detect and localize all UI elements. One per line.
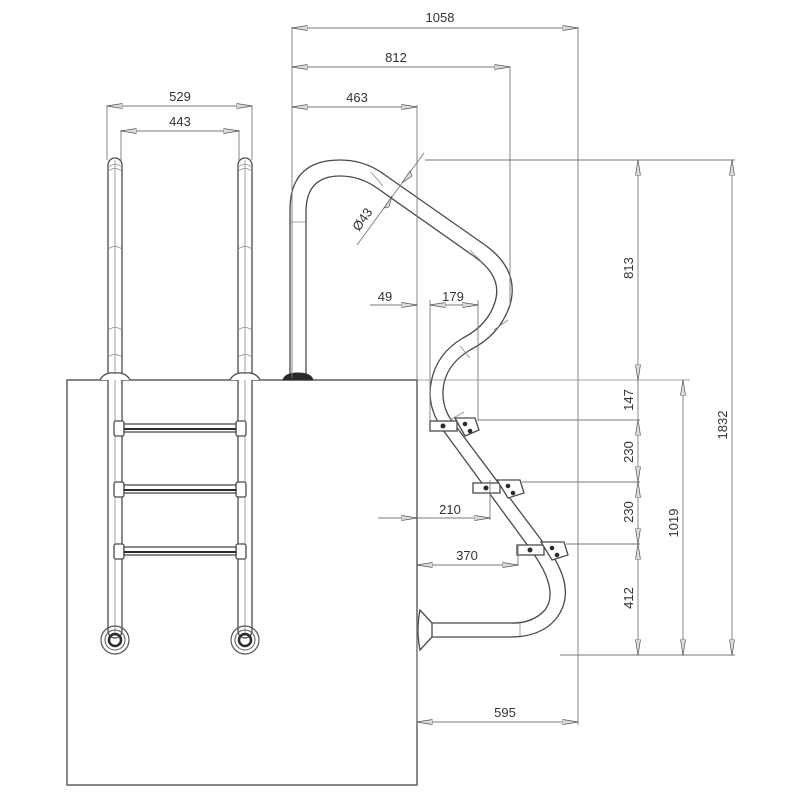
dim-443: 443 xyxy=(169,114,191,129)
top-anchor xyxy=(282,372,314,381)
dim-49: 49 xyxy=(378,289,392,304)
dim-813: 813 xyxy=(621,257,636,279)
front-step-2 xyxy=(113,481,247,498)
front-step-1 xyxy=(113,420,247,437)
dim-529: 529 xyxy=(169,89,191,104)
dim-tube-diameter: Ø43 xyxy=(349,205,375,234)
pool-wall xyxy=(66,379,690,786)
right-anchor xyxy=(229,372,261,381)
dim-812: 812 xyxy=(385,50,407,65)
right-foot xyxy=(230,625,260,655)
left-foot xyxy=(100,625,130,655)
side-step-3 xyxy=(516,541,569,561)
dim-230-first: 230 xyxy=(621,441,636,463)
dim-595: 595 xyxy=(494,705,516,720)
dim-1058: 1058 xyxy=(426,10,455,25)
dim-230-second: 230 xyxy=(621,501,636,523)
handrail-outer xyxy=(289,159,567,638)
dim-412: 412 xyxy=(621,587,636,609)
bottom-wall-fixing xyxy=(417,608,433,652)
dim-463: 463 xyxy=(346,90,368,105)
dim-210: 210 xyxy=(439,502,461,517)
left-anchor xyxy=(99,372,131,381)
dim-1019: 1019 xyxy=(666,509,681,538)
front-dimensions: 529 443 xyxy=(107,89,252,160)
dim-147: 147 xyxy=(621,389,636,411)
front-view-ladder xyxy=(99,157,261,655)
side-dimensions: 1058 812 463 49 179 210 370 595 813 147 … xyxy=(292,10,735,725)
dim-1832: 1832 xyxy=(715,411,730,440)
side-view-ladder xyxy=(282,159,569,652)
side-step-2 xyxy=(472,479,525,499)
dim-370: 370 xyxy=(456,548,478,563)
side-step-1 xyxy=(429,417,480,437)
handrail-inner xyxy=(305,175,551,624)
front-step-3 xyxy=(113,543,247,560)
dim-179: 179 xyxy=(442,289,464,304)
